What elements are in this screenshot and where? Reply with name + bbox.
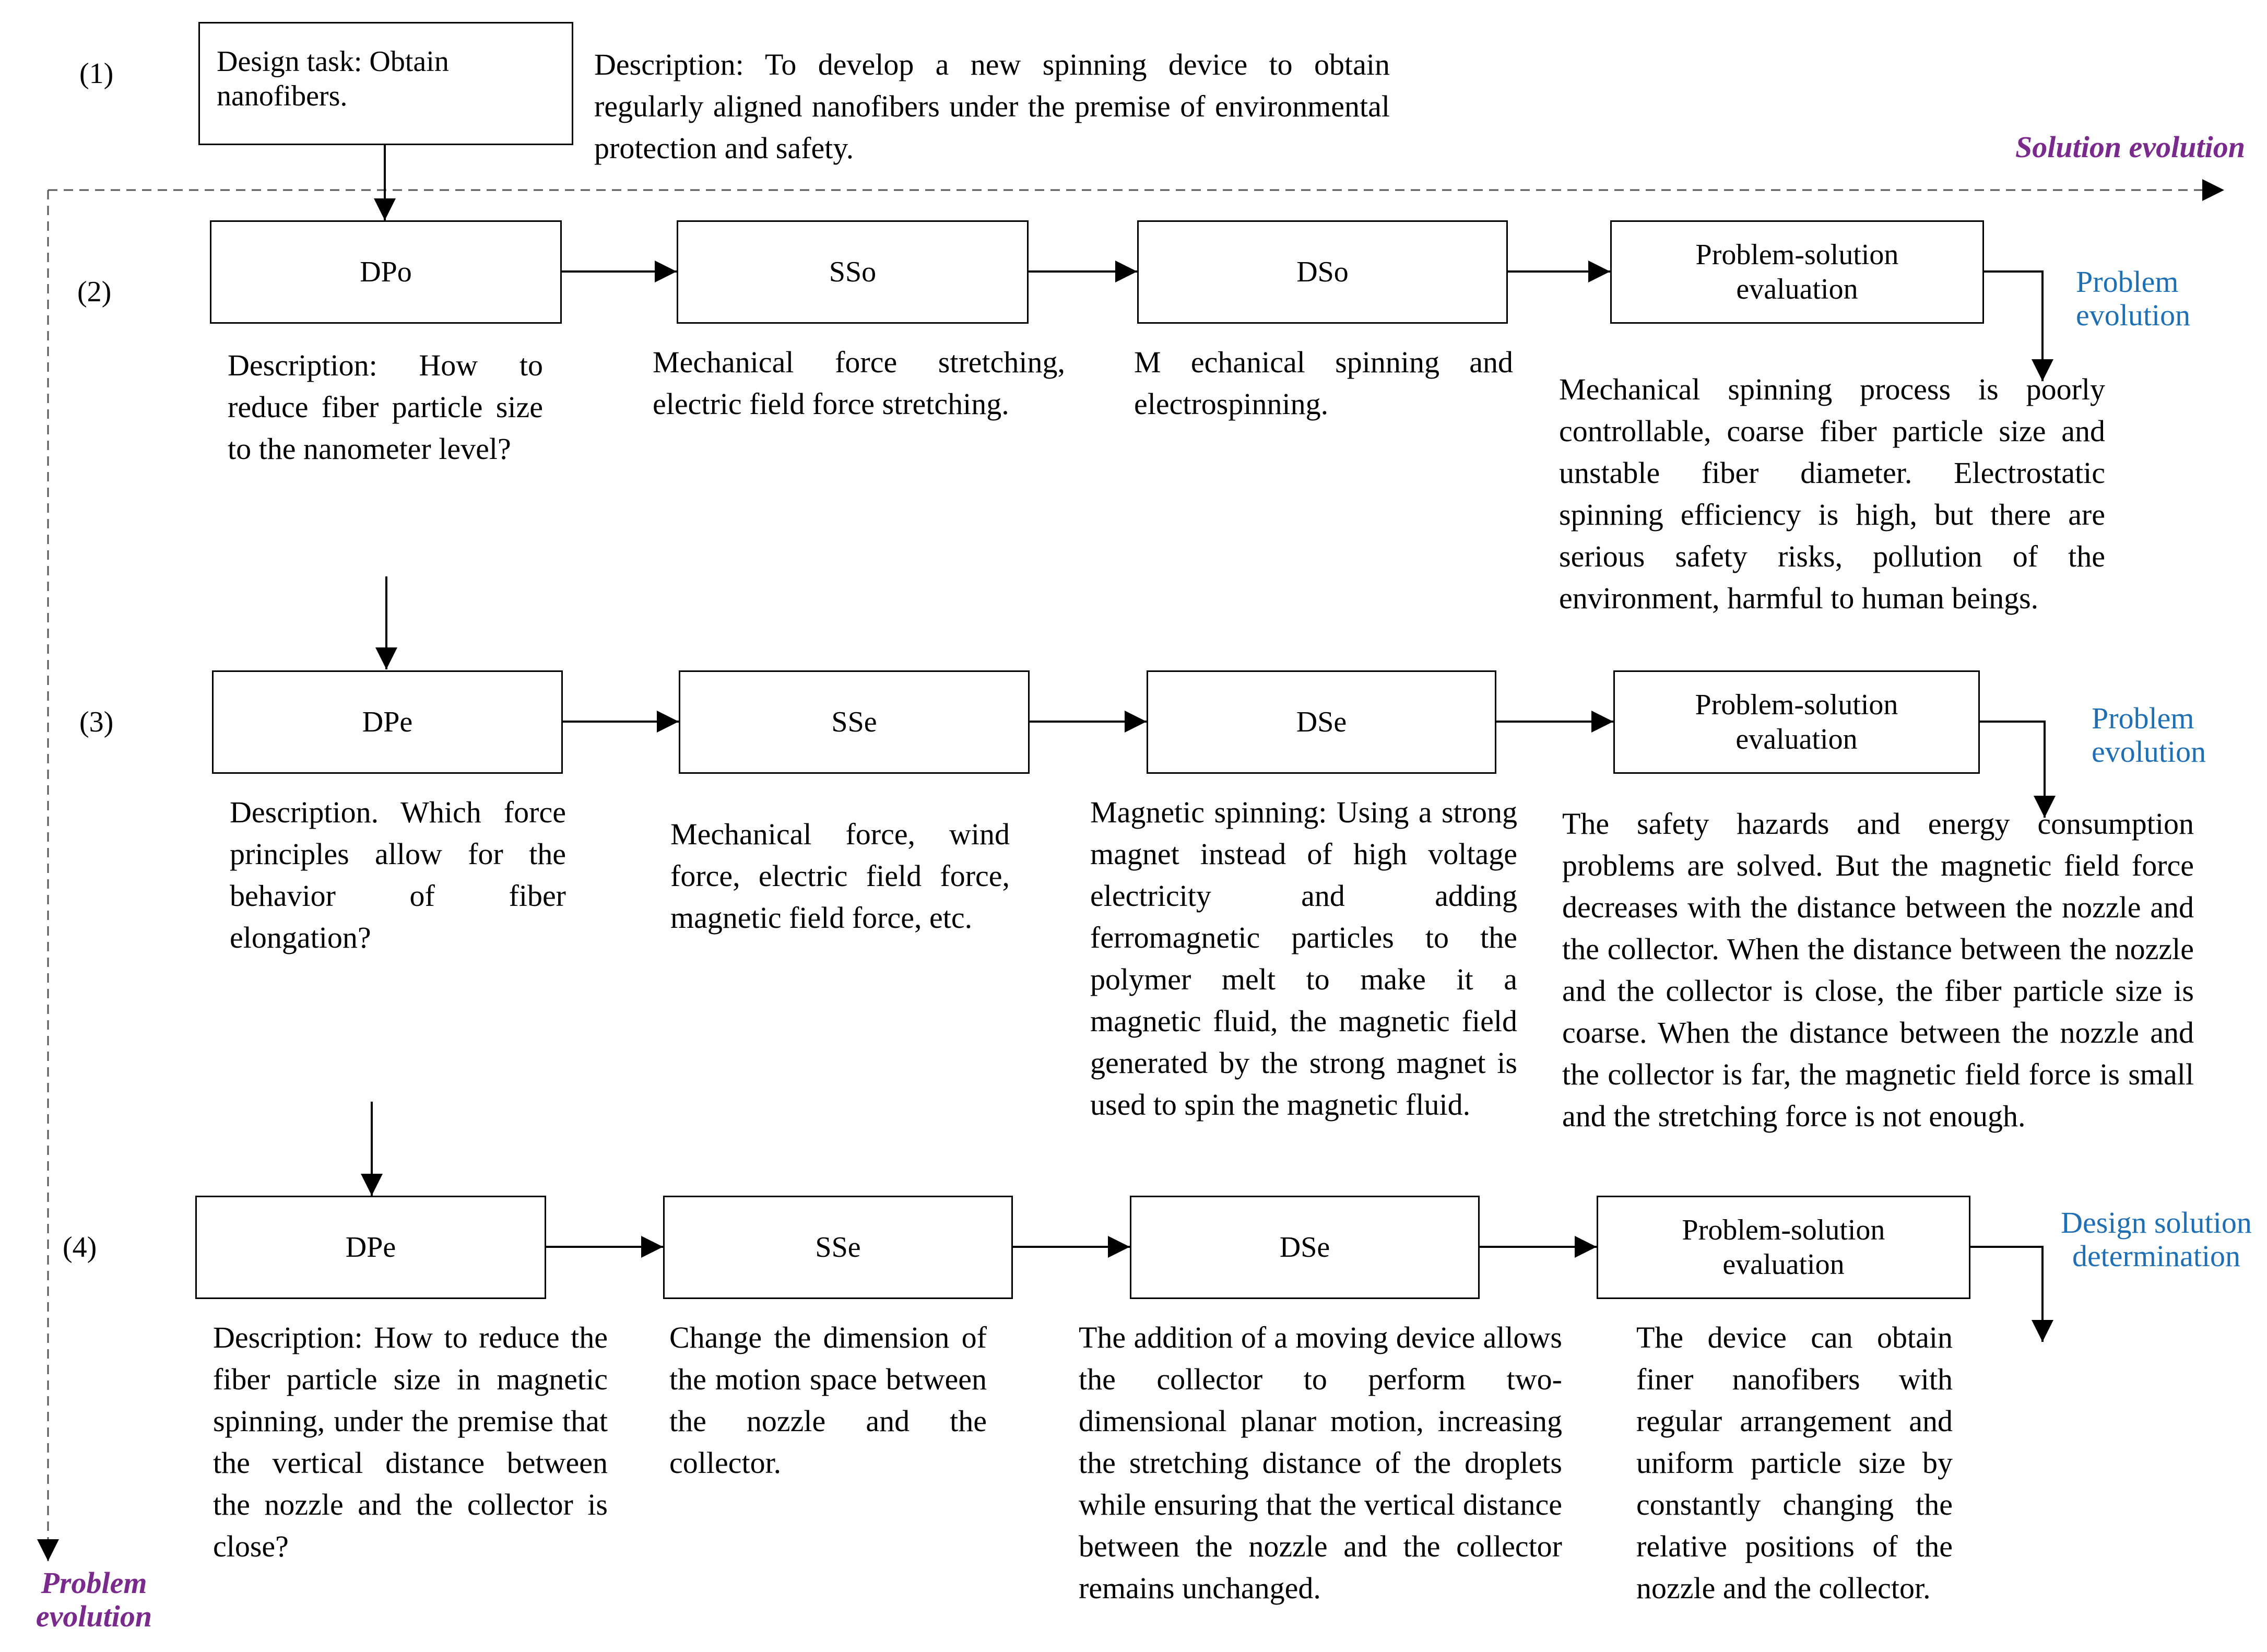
row4-box-dse-label: DSe	[1279, 1231, 1330, 1264]
row2-box-dpo-label: DPo	[360, 256, 412, 288]
row2-text-dso: M echanical spinning and electrospinning…	[1134, 345, 1513, 421]
row2-box-dpo: DPo	[210, 220, 562, 324]
problem-evolution-axis-label: Problem evolution	[36, 1566, 152, 1633]
row3-text-evaluation: The safety hazards and energy consumptio…	[1562, 807, 2194, 1133]
row4-text-evaluation: The device can obtain finer nanofibers w…	[1636, 1320, 1953, 1605]
solution-evolution-label: Solution evolution	[2015, 130, 2245, 164]
design-task-box: Design task: Obtain nanofibers.	[198, 22, 573, 145]
row2-text-dpo: Description: How to reduce fiber particl…	[228, 348, 543, 466]
row2-text-sso: Mechanical force stretching, electric fi…	[653, 345, 1065, 421]
row4-box-evaluation: Problem-solution evaluation	[1597, 1196, 1970, 1299]
row-number-2: (2)	[77, 276, 112, 308]
row3-evolution-label: Problem evolution	[2092, 701, 2206, 769]
row-number-3: (3)	[79, 706, 114, 738]
design-task-description: Description: To develop a new spinning d…	[594, 48, 1390, 165]
row3-box-dpe: DPe	[212, 670, 563, 774]
row2-box-sso-label: SSo	[829, 256, 877, 288]
row4-box-evaluation-label: Problem-solution evaluation	[1682, 1214, 1885, 1281]
row2-box-dso-label: DSo	[1296, 256, 1349, 288]
row3-box-dpe-label: DPe	[362, 706, 413, 738]
row3-text-dse: Magnetic spinning: Using a strong magnet…	[1090, 795, 1517, 1122]
row3-box-evaluation-label: Problem-solution evaluation	[1695, 689, 1898, 756]
row3-box-evaluation: Problem-solution evaluation	[1613, 670, 1980, 774]
row3-box-dse-label: DSe	[1296, 706, 1347, 738]
row-number-4: (4)	[63, 1231, 97, 1264]
row4-evolution-label: Design solution determination	[2061, 1206, 2252, 1273]
row2-text-evaluation: Mechanical spinning process is poorly co…	[1559, 372, 2105, 615]
row2-box-dso: DSo	[1137, 220, 1508, 324]
row4-box-dpe-label: DPe	[345, 1231, 396, 1264]
design-task-label: Design task: Obtain nanofibers.	[217, 45, 449, 112]
row3-box-sse: SSe	[679, 670, 1030, 774]
row4-box-dpe: DPe	[195, 1196, 546, 1299]
row3-box-sse-label: SSe	[831, 706, 877, 738]
row2-box-evaluation-label: Problem-solution evaluation	[1695, 239, 1899, 305]
row4-box-sse: SSe	[663, 1196, 1013, 1299]
arrow-eval-row4-out	[1970, 1246, 2053, 1342]
row3-box-dse: DSe	[1147, 670, 1496, 774]
row-number-1: (1)	[79, 57, 114, 90]
arrow-eval-row3-out	[1980, 721, 2056, 818]
row2-evolution-label: Problem evolution	[2076, 265, 2191, 332]
row4-text-sse: Change the dimension of the motion space…	[669, 1320, 987, 1480]
row2-box-evaluation: Problem-solution evaluation	[1610, 220, 1984, 324]
row4-text-dpe: Description: How to reduce the fiber par…	[213, 1320, 608, 1563]
arrow-eval-row2-out	[1984, 270, 2053, 381]
row4-box-sse-label: SSe	[815, 1231, 861, 1264]
row4-text-dse: The addition of a moving device allows t…	[1079, 1320, 1562, 1605]
row2-box-sso: SSo	[677, 220, 1029, 324]
row3-text-sse: Mechanical force, wind force, electric f…	[670, 817, 1010, 935]
row4-box-dse: DSe	[1130, 1196, 1480, 1299]
row3-text-dpe: Description. Which force principles allo…	[230, 795, 566, 954]
